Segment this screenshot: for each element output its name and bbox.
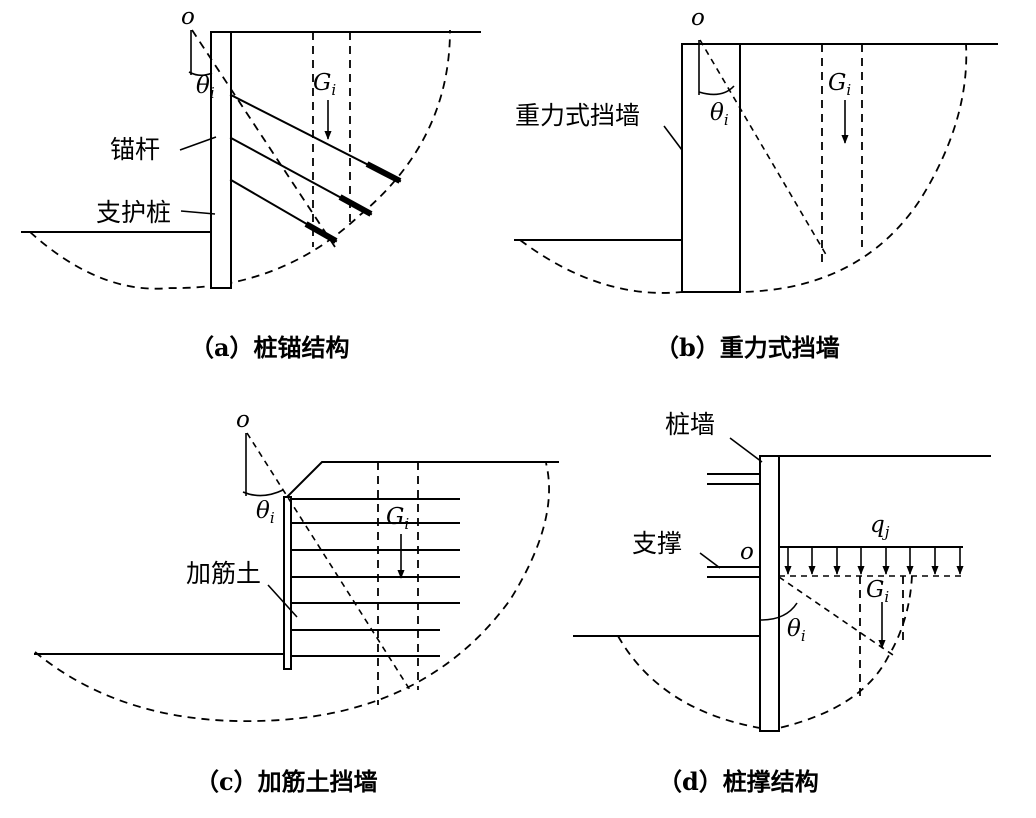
panel-c-slip-circle	[34, 462, 550, 723]
panel-b-gravity-wall	[681, 43, 741, 293]
panel-c-caption: （c）加筋土挡墙	[195, 767, 378, 796]
panel-d-label-q: qj	[870, 512, 890, 541]
panel-b-label-wall: 重力式挡墙	[515, 101, 640, 130]
panel-b-label-o: o	[691, 5, 705, 31]
panel-d-caption: （d）桩撑结构	[658, 767, 819, 796]
panel-c-label-leader	[267, 584, 298, 618]
panel-a-support-pile	[210, 31, 232, 289]
panel-b-caption: （b）重力式挡墙	[655, 333, 840, 362]
panel-b-label-g: Gi	[828, 70, 851, 99]
panel-a-caption: （a）桩锚结构	[190, 333, 350, 362]
panel-a: o θi Gi 锚杆 支护桩 （a）桩锚结构	[21, 4, 481, 362]
panel-a-bond-3	[304, 221, 338, 244]
panel-a-label-anchor: 锚杆	[110, 135, 160, 164]
panel-a-label-pile: 支护桩	[96, 198, 171, 227]
panel-d-label-o: o	[740, 539, 754, 565]
panel-c-reinforcement-strips	[290, 498, 460, 657]
panel-a-theta-arc	[188, 71, 213, 77]
panel-d-theta-arc	[760, 602, 798, 621]
panel-b: o θi Gi 重力式挡墙 （b）重力式挡墙	[514, 5, 998, 362]
panel-d-label-leader-strut	[699, 552, 721, 569]
panel-a-slip-circle	[29, 29, 451, 290]
panel-c-label-g: Gi	[386, 504, 409, 533]
panel-a-label-leader-anchor	[179, 136, 217, 151]
panel-c-facing	[283, 496, 292, 670]
panel-a-label-leader-pile	[180, 210, 216, 215]
panel-a-radius-line	[191, 29, 336, 248]
panel-a-bond-2	[338, 194, 373, 217]
panel-c-label-o: o	[236, 407, 250, 433]
panel-c-label-reinforced: 加筋土	[186, 559, 261, 588]
panel-c-crest-line	[285, 461, 559, 499]
panel-d-slip-circle	[617, 574, 913, 729]
panel-d-pile-wall	[759, 455, 780, 732]
panel-a-label-g: Gi	[313, 70, 336, 99]
panel-d-label-leader-wall	[729, 437, 763, 463]
panel-d-radius-line	[778, 576, 894, 656]
panel-d-label-theta: θi	[787, 616, 806, 645]
panel-d-label-strut: 支撑	[632, 529, 682, 558]
panel-a-bond-1	[365, 161, 402, 184]
panel-c-radius-line	[246, 432, 411, 691]
panel-b-radius-line	[699, 39, 829, 259]
panel-c: o θi Gi 加筋土 （c）加筋土挡墙	[34, 407, 559, 796]
panel-d: o qj θi Gi 桩墙 支撑 （d）桩撑结构	[573, 410, 991, 796]
panel-b-theta-arc	[698, 85, 735, 96]
panel-c-label-theta: θi	[256, 498, 275, 527]
panel-d-label-g: Gi	[866, 577, 889, 606]
panel-d-label-pile-wall: 桩墙	[665, 410, 715, 439]
panel-d-load-arrows	[784, 547, 964, 575]
panel-b-label-leader-wall	[663, 125, 683, 151]
panel-b-label-theta: θi	[710, 100, 729, 129]
panel-b-slip-circle	[519, 43, 968, 294]
panel-a-label-o: o	[181, 4, 195, 30]
panel-c-theta-arc	[242, 489, 284, 497]
panel-a-label-theta: θi	[196, 73, 215, 102]
